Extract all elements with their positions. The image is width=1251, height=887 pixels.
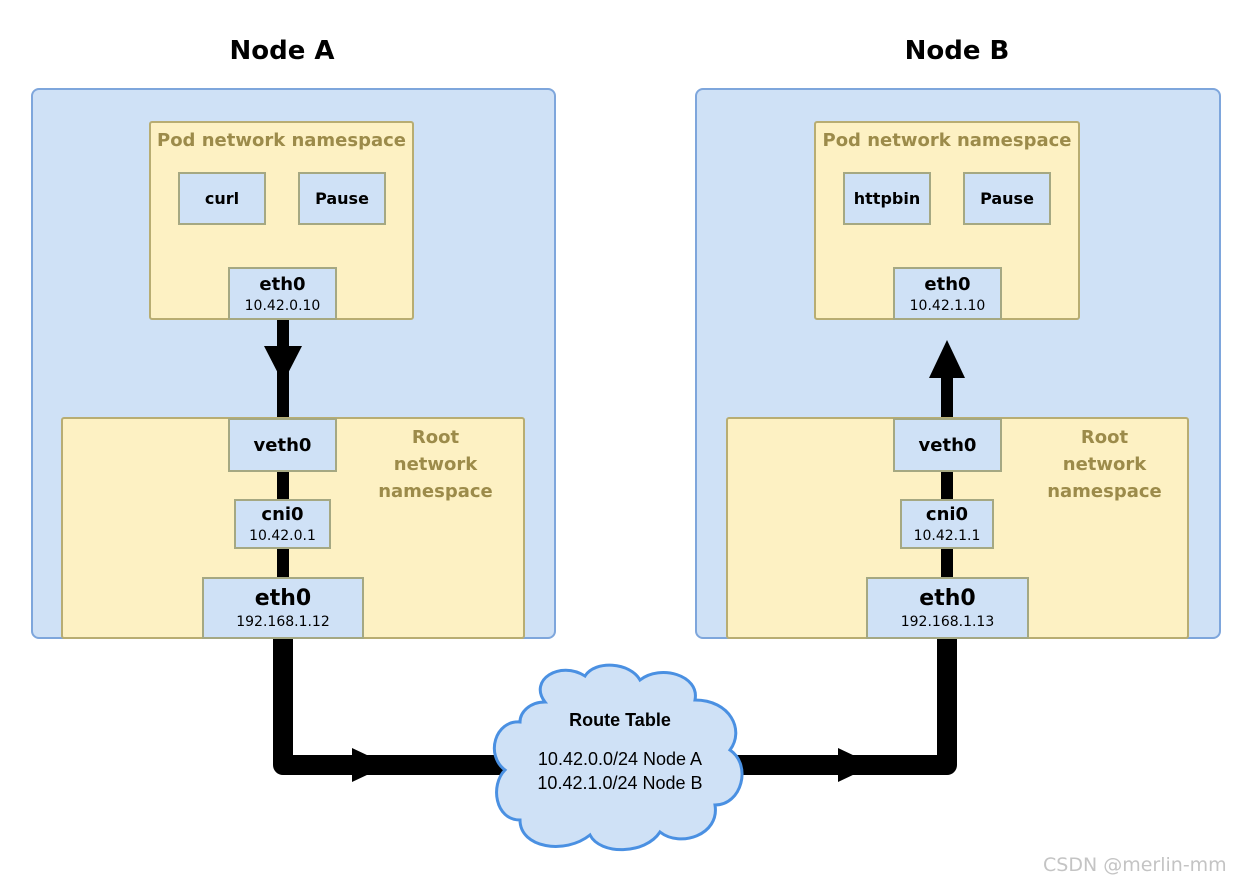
interface-name: eth0 — [924, 273, 971, 295]
node-a-down-arrowhead — [264, 346, 302, 383]
node-a-cni0: cni0 10.42.0.1 — [234, 499, 331, 549]
route-to-node-b-arrowhead — [838, 748, 874, 782]
node-a-pod-namespace-label: Pod network namespace — [157, 130, 406, 151]
interface-name: eth0 — [919, 586, 976, 611]
node-a-to-route-arrowhead — [352, 748, 388, 782]
route-entry: 10.42.0.0/24 Node A — [537, 749, 703, 769]
interface-ip: 10.42.0.1 — [249, 528, 316, 544]
node-a-to-route-line — [273, 639, 510, 775]
node-a-host-eth0: eth0 192.168.1.12 — [202, 577, 364, 639]
node-a-container-pause: Pause — [298, 172, 386, 225]
node-b-pod-namespace-label: Pod network namespace — [822, 130, 1072, 151]
container-label: Pause — [315, 189, 369, 208]
interface-name: veth0 — [253, 434, 312, 456]
interface-name: veth0 — [918, 434, 977, 456]
interface-name: eth0 — [259, 273, 306, 295]
node-b-container-pause: Pause — [963, 172, 1051, 225]
node-b-veth0: veth0 — [893, 418, 1002, 472]
node-b-pod-eth0: eth0 10.42.1.10 — [893, 267, 1002, 320]
interface-ip: 192.168.1.12 — [236, 614, 330, 630]
node-a-title: Node A — [229, 36, 335, 66]
node-b-container-httpbin: httpbin — [843, 172, 931, 225]
route-table-cloud — [492, 663, 744, 852]
interface-ip: 10.42.0.10 — [244, 297, 321, 314]
route-to-node-b-line — [732, 639, 957, 775]
node-a-root-namespace-label: Root network namespace — [378, 427, 493, 502]
container-label: Pause — [980, 189, 1034, 208]
interface-name: cni0 — [261, 504, 304, 525]
node-a-container-curl: curl — [178, 172, 266, 225]
node-a-pod-eth0: eth0 10.42.0.10 — [228, 267, 337, 320]
route-table-entries: 10.42.0.0/24 Node A 10.42.1.0/24 Node B — [505, 747, 735, 795]
container-label: curl — [204, 189, 240, 208]
node-b-host-eth0: eth0 192.168.1.13 — [866, 577, 1029, 639]
node-b-title: Node B — [904, 36, 1010, 66]
container-label: httpbin — [853, 189, 921, 208]
node-b-root-namespace-label: Root network namespace — [1047, 427, 1162, 502]
node-a-veth0: veth0 — [228, 418, 337, 472]
interface-name: cni0 — [925, 504, 969, 525]
interface-ip: 10.42.1.1 — [913, 528, 981, 544]
node-b-cni0: cni0 10.42.1.1 — [900, 499, 994, 549]
route-entry: 10.42.1.0/24 Node B — [537, 773, 703, 793]
route-table-title: Route Table — [569, 710, 671, 730]
interface-ip: 10.42.1.10 — [909, 297, 986, 314]
interface-name: eth0 — [254, 586, 312, 611]
interface-ip: 192.168.1.13 — [900, 614, 995, 630]
node-b-up-arrowhead — [929, 340, 965, 378]
watermark: CSDN @merlin-mm — [1043, 854, 1227, 876]
